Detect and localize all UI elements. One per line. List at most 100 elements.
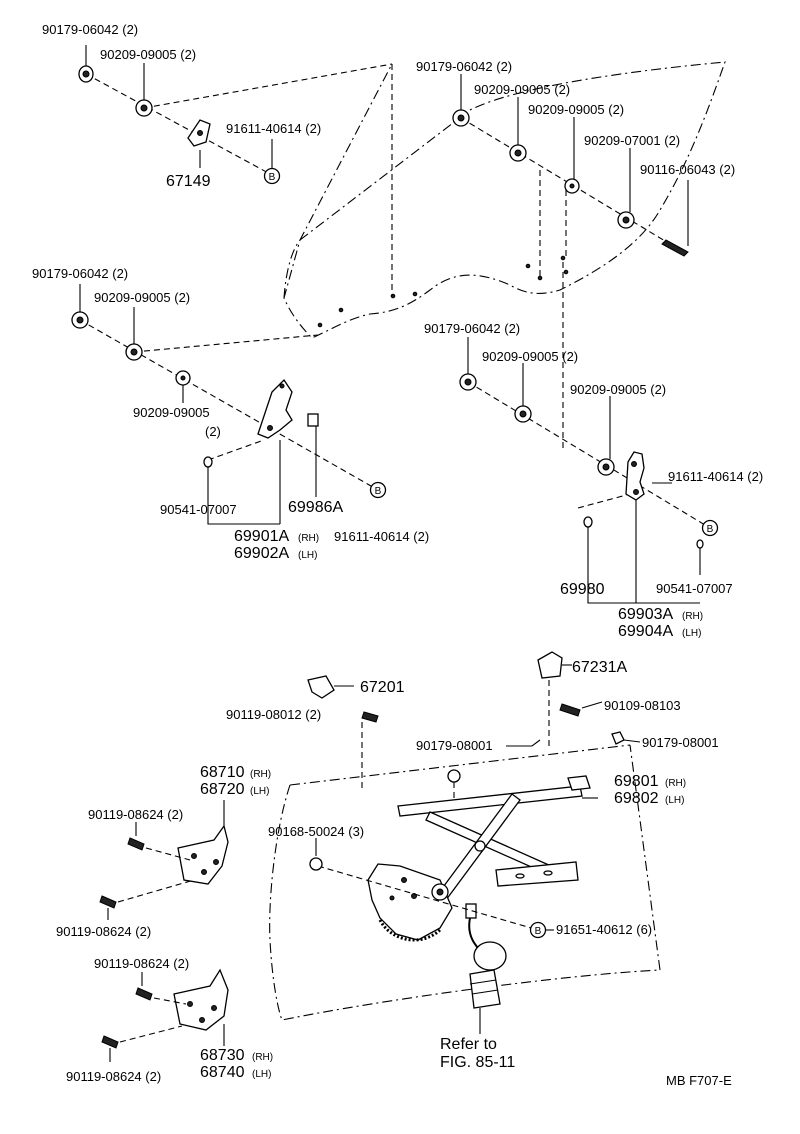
label-90119-08624: 90119-08624 (2) [94,956,189,971]
label-90179-06042: 90179-06042 (2) [416,59,512,74]
label-90541-07007: 90541-07007 [656,581,733,596]
label-qty: (2) [205,424,221,439]
channel-bracket [625,451,645,501]
label-67201: 67201 [360,679,405,696]
bolt-part [127,837,145,851]
bolt-marker-circle [529,921,547,939]
door-panel-outline [269,744,661,1021]
label-fig-ref: FIG. 85-11 [440,1054,515,1071]
lower-hinge-group [101,968,229,1062]
label-90179-08001: 90179-08001 [642,735,719,750]
label-69801: 69801 [614,773,659,790]
label-90109-08103: 90109-08103 [604,698,681,713]
label-91611-40614: 91611-40614 (2) [334,529,429,544]
label-90179-08001: 90179-08001 [416,738,493,753]
label-refer-to: Refer to [440,1036,497,1053]
nut-part [309,857,323,871]
label-69904A: 69904A [618,623,673,640]
label-rh: (RH) [250,769,271,780]
nut-part [203,456,213,468]
nut-part [611,731,625,745]
label-67231A: 67231A [572,659,627,676]
label-90116-06043: 90116-06043 (2) [640,162,735,177]
label-rh: (RH) [665,778,686,789]
label-90209-09005: 90209-09005 (2) [94,290,190,305]
channel-bracket [257,378,293,439]
label-90119-08012: 90119-08012 (2) [226,707,321,722]
regulator-rail [397,785,583,817]
regulator-rail [495,861,579,887]
label-68720: 68720 [200,781,245,798]
bolt-marker: B [375,486,382,497]
label-90209-09005: 90209-09005 (2) [528,102,624,117]
label-90119-08624: 90119-08624 (2) [88,807,183,822]
label-90209-07001: 90209-07001 (2) [584,133,680,148]
label-90119-08624: 90119-08624 (2) [66,1069,161,1084]
footer-code: MB F707-E [666,1073,732,1088]
label-lh: (LH) [665,795,684,806]
bolt-part [559,703,581,717]
label-lh: (LH) [252,1069,271,1080]
label-68740: 68740 [200,1064,245,1081]
label-lh: (LH) [250,786,269,797]
bolt-marker: B [535,926,542,937]
label-90119-08624: 90119-08624 (2) [56,924,151,939]
top-right-channel-group [452,74,689,278]
label-90209-09005: 90209-09005 (2) [100,47,196,62]
motor-connector [465,903,477,919]
label-90541-07007: 90541-07007 [160,502,237,517]
label-90209-09005: 90209-09005 [133,405,210,420]
bolt-part [99,895,117,909]
label-rh: (RH) [298,533,319,544]
bolt-marker-circle [701,519,719,537]
nut-part [447,769,461,783]
label-90209-09005: 90209-09005 (2) [570,382,666,397]
bolt-marker: B [707,524,714,535]
clip-part [537,651,563,679]
bolt-marker-circle [369,481,387,499]
bolt-marker: B [269,172,276,183]
bolt-marker-circle [263,167,281,185]
label-90179-06042: 90179-06042 (2) [32,266,128,281]
label-91651-40612: 91651-40612 (6) [556,922,652,937]
label-68730: 68730 [200,1047,245,1064]
hinge-part [173,968,229,1031]
label-91611-40614: 91611-40614 (2) [226,121,321,136]
upper-hinge-group [99,800,229,920]
regulator-bracket [567,775,591,791]
bolt-part [135,987,153,1001]
glass-outline [283,61,726,339]
label-69802: 69802 [614,790,659,807]
label-90179-06042: 90179-06042 (2) [42,22,138,37]
stopper-part [307,413,319,427]
label-lh: (LH) [682,628,701,639]
top-left-channel-group: B [78,45,393,296]
bracket-part [307,675,335,699]
gear-sector [367,863,453,941]
label-rh: (RH) [682,611,703,622]
label-69980: 69980 [560,581,605,598]
label-69901A: 69901A [234,528,289,545]
nut-part [583,516,593,528]
label-90179-06042: 90179-06042 (2) [424,321,520,336]
bolt-part [361,711,379,723]
label-rh: (RH) [252,1052,273,1063]
label-69986A: 69986A [288,499,343,516]
motor-gearbox [469,969,501,1009]
callout-labels: 90179-06042 (2) 90209-09005 (2) 91611-40… [32,22,763,1088]
label-67149: 67149 [166,173,211,190]
label-90209-09005: 90209-09005 (2) [474,82,570,97]
bolt-part [101,1035,119,1049]
label-90168-50024: 90168-50024 (3) [268,824,364,839]
bolt-part [661,239,689,257]
nut-part [696,539,704,549]
mid-left-channel-group: B [71,284,387,525]
regulator-group: B [269,651,661,1034]
label-68710: 68710 [200,764,245,781]
label-lh: (LH) [298,550,317,561]
label-69902A: 69902A [234,545,289,562]
mid-right-channel-group: B [459,262,719,604]
glass-holes [317,255,569,328]
motor-body [473,941,507,971]
